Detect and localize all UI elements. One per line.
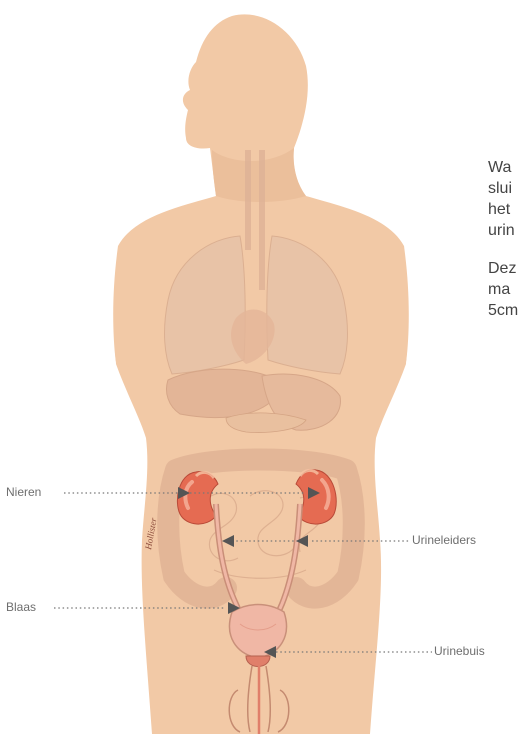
paragraph-1-line-4: urin [488, 220, 515, 241]
label-kidneys: Nieren [6, 485, 41, 499]
left-arm-gap [80, 246, 118, 364]
label-ureters: Urineleiders [412, 533, 476, 547]
paragraph-2-line-3: 5cm [488, 300, 518, 321]
paragraph-2-line-1: Dez [488, 258, 516, 279]
paragraph-2-line-2: ma [488, 279, 510, 300]
paragraph-1-line-1: Wa [488, 157, 511, 178]
right-arm-gap [404, 246, 440, 364]
label-bladder: Blaas [6, 600, 36, 614]
paragraph-1-line-2: slui [488, 178, 512, 199]
paragraph-1-line-3: het [488, 199, 510, 220]
label-urethra: Urinebuis [434, 644, 485, 658]
